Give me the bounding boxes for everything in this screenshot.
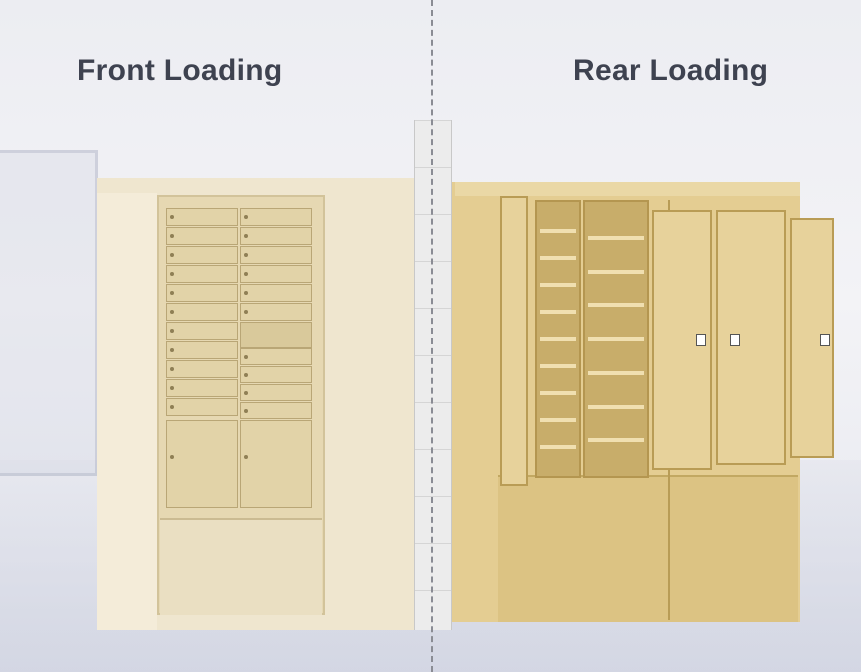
mailbox-door [240, 384, 312, 401]
lock-icon [170, 386, 174, 391]
lock-icon [244, 355, 248, 359]
mailbox-door [240, 265, 312, 283]
shelf [540, 256, 576, 260]
lock-icon [170, 310, 174, 315]
closed-door [716, 210, 786, 465]
shelf [588, 370, 644, 375]
front-wall-side [97, 193, 157, 630]
shelf [588, 337, 644, 341]
shelf [540, 283, 576, 287]
shelf [540, 337, 576, 341]
shelf [540, 364, 576, 368]
mailbox-door [240, 246, 312, 264]
open-door-left [500, 196, 528, 486]
lock-icon [244, 373, 248, 377]
mailbox-door [240, 227, 312, 245]
mailbox-door [240, 348, 312, 365]
lock-icon [730, 334, 740, 346]
mailbox-door [166, 322, 238, 340]
divider-line [431, 0, 433, 672]
mailbox-door [166, 284, 238, 302]
lock-icon [244, 215, 248, 220]
lock-icon [170, 253, 174, 258]
front-loading-title: Front Loading [77, 54, 283, 87]
open-compartment-right [583, 200, 649, 478]
mailbox-door [240, 366, 312, 383]
lock-icon [170, 405, 174, 410]
mailbox-door [166, 208, 238, 226]
shelf [540, 445, 576, 449]
rear-enclosure-top [455, 182, 800, 196]
shelf [540, 229, 576, 233]
mailbox-door [240, 402, 312, 419]
lock-icon [170, 329, 174, 334]
lock-icon [244, 391, 248, 395]
mailbox-door [166, 360, 238, 378]
brick-column [414, 120, 452, 630]
lock-icon [170, 291, 174, 296]
lock-icon [170, 348, 174, 353]
background-doorway [0, 150, 98, 476]
lock-icon [170, 215, 174, 220]
mailbox-base [160, 518, 322, 615]
shelf [588, 235, 644, 240]
lock-icon [696, 334, 706, 346]
shelf [588, 303, 644, 308]
mailbox-door [240, 420, 312, 508]
open-compartment-left [535, 200, 581, 478]
shelf [540, 391, 576, 395]
lock-icon [244, 310, 248, 315]
rear-base [498, 475, 798, 622]
lock-icon [244, 409, 248, 413]
shelf [540, 310, 576, 314]
lock-icon [170, 367, 174, 372]
lock-icon [820, 334, 830, 346]
open-door-right [790, 218, 834, 458]
rear-loading-title: Rear Loading [573, 54, 769, 87]
mailbox-door [166, 265, 238, 283]
shelf [588, 404, 644, 409]
mailbox-door [166, 303, 238, 321]
lock-icon [170, 455, 174, 460]
mailbox-door [166, 246, 238, 264]
lock-icon [244, 455, 248, 460]
outgoing-mail-slot [240, 322, 312, 348]
shelf [588, 438, 644, 443]
lock-icon [244, 234, 248, 239]
mailbox-door [166, 341, 238, 359]
mailbox-door [166, 227, 238, 245]
mailbox-door [240, 303, 312, 321]
mailbox-door [166, 398, 238, 416]
open-door-middle [652, 210, 712, 470]
lock-icon [170, 272, 174, 277]
mailbox-door [166, 420, 238, 508]
lock-icon [244, 291, 248, 296]
lock-icon [244, 272, 248, 277]
mailbox-door [166, 379, 238, 397]
lock-icon [170, 234, 174, 239]
mailbox-door [240, 284, 312, 302]
mailbox-door [240, 208, 312, 226]
shelf [540, 418, 576, 422]
lock-icon [244, 253, 248, 258]
shelf [588, 269, 644, 274]
